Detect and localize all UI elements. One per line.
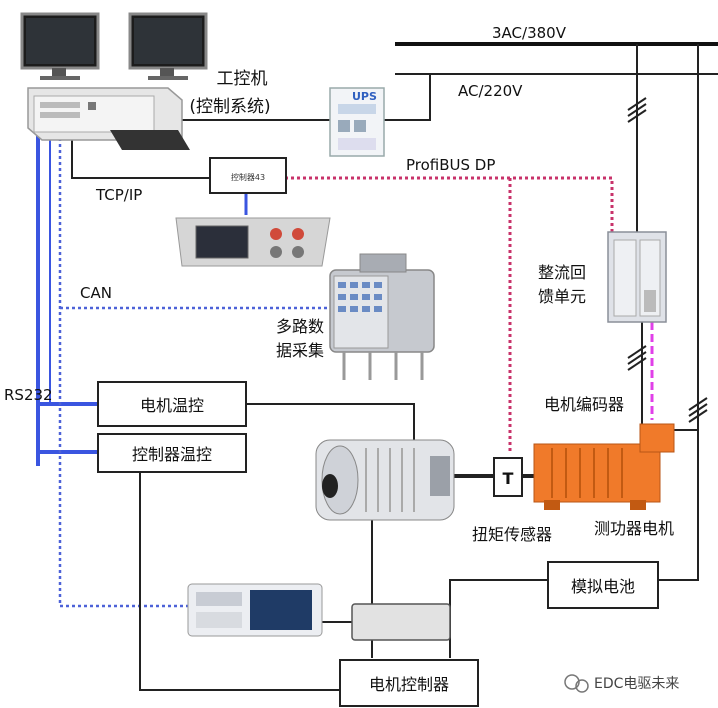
profibus-label: ProfiBUS DP bbox=[406, 156, 495, 174]
motor-controller-label: 电机控制器 bbox=[369, 675, 449, 694]
ctrl-temp-box bbox=[97, 433, 247, 473]
profibus-line bbox=[285, 176, 614, 232]
watermark-text: EDC电驱未来 bbox=[594, 676, 679, 692]
junction-box bbox=[351, 603, 451, 641]
power-analyzer-icon bbox=[187, 583, 323, 637]
encoder-label: 电机编码器 bbox=[544, 395, 624, 414]
dynamometer-motor-icon bbox=[533, 423, 675, 510]
rs232-label: RS232 bbox=[4, 386, 53, 404]
industrial-pc-icon bbox=[27, 87, 190, 150]
daq-label-line2: 据采集 bbox=[276, 341, 324, 360]
motor-temp-label: 电机温控 bbox=[140, 396, 204, 415]
test-motor-icon bbox=[315, 439, 455, 521]
control-panel-icon bbox=[175, 217, 331, 267]
controller-to-battery bbox=[449, 579, 548, 658]
controller-unit-label: 控制器43 bbox=[231, 172, 265, 182]
power-ac-label: AC/220V bbox=[458, 82, 523, 100]
daq-label-line1: 多路数 bbox=[276, 317, 324, 336]
ipc-label-line2: (控制系统) bbox=[189, 97, 270, 117]
ups-label: UPS bbox=[352, 90, 377, 103]
battery-sim-label: 模拟电池 bbox=[571, 577, 635, 596]
power-3ac-label: 3AC/380V bbox=[492, 24, 567, 42]
ctrl-temp-label: 控制器温控 bbox=[132, 445, 212, 464]
motor-controller-box bbox=[339, 659, 479, 707]
rectifier-label-line2: 馈单元 bbox=[538, 287, 586, 306]
can-label: CAN bbox=[80, 284, 112, 302]
daq-cabinet-icon bbox=[329, 253, 435, 380]
monitor-left-icon bbox=[20, 12, 100, 80]
tcpip-label: TCP/IP bbox=[95, 186, 142, 204]
battery-sim-box bbox=[547, 561, 659, 609]
tcpip-line bbox=[71, 140, 210, 179]
rectifier-cabinet-icon bbox=[607, 231, 667, 323]
torque-sensor-mark: T bbox=[503, 469, 514, 488]
ac220-line bbox=[384, 73, 431, 121]
motor-temp-wire bbox=[246, 403, 415, 440]
battery-to-power bbox=[658, 430, 699, 581]
ipc-label-line1: 工控机 bbox=[217, 69, 268, 89]
monitor-right-icon bbox=[128, 12, 208, 80]
ctrl-temp-wire bbox=[139, 466, 340, 691]
controller-unit-box bbox=[209, 157, 287, 194]
ups-icon bbox=[329, 87, 385, 157]
torque-sensor-box bbox=[493, 457, 523, 497]
wechat-logo-icon bbox=[564, 674, 589, 693]
torque-sensor-label: 扭矩传感器 bbox=[472, 525, 552, 544]
rectifier-label-line1: 整流回 bbox=[538, 263, 586, 282]
dynamometer-label: 测功器电机 bbox=[594, 519, 674, 538]
motor-temp-box bbox=[97, 381, 247, 427]
